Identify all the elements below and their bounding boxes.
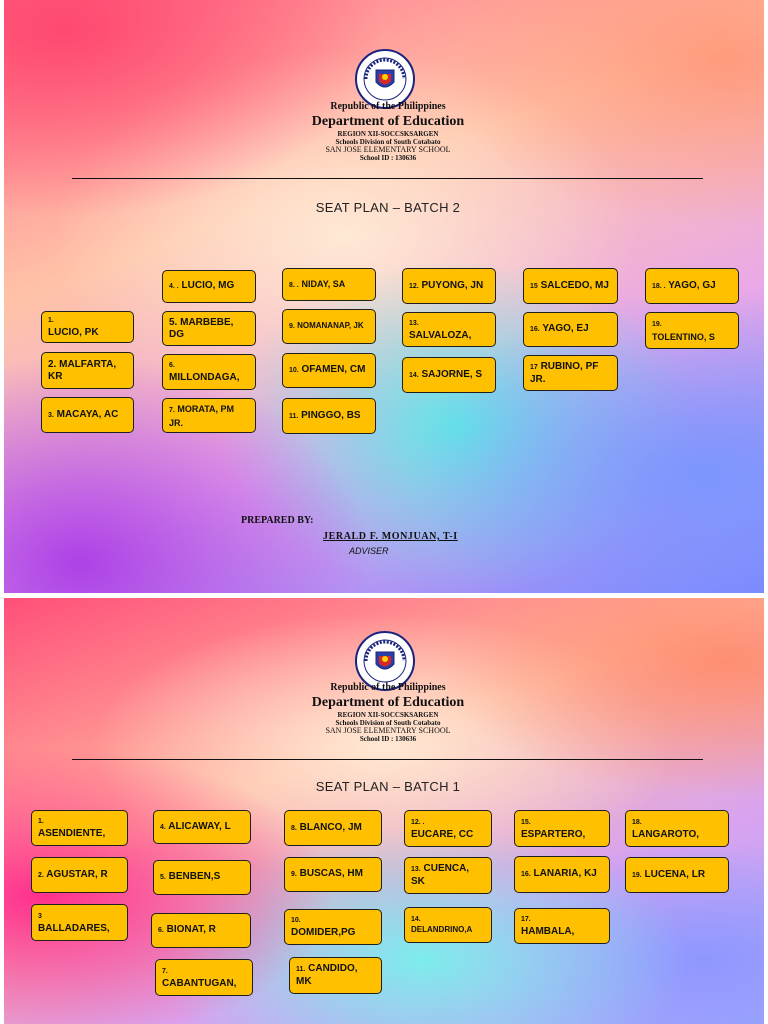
seat-card: 1. LUCIO, PK: [41, 311, 134, 343]
department-label: Department of Education: [311, 114, 465, 129]
deped-seal-icon: [355, 631, 415, 691]
school-label: SAN JOSE ELEMENTARY SCHOOL: [325, 145, 451, 154]
seat-card: 6. BIONAT, R: [151, 913, 251, 948]
seat-card: 1.ASENDIENTE,: [31, 810, 128, 846]
seat-card: 16. LANARIA, KJ: [514, 856, 610, 893]
seat-card: 5. MARBEBE, DG: [162, 311, 256, 346]
seat-card: 16. YAGO, EJ: [523, 312, 618, 347]
seat-card: 9. BUSCAS, HM: [284, 857, 382, 892]
seat-card: 3. MACAYA, AC: [41, 397, 134, 433]
division-label: Schools Division of South Cotabato: [335, 719, 441, 727]
seat-card: 18.LANGAROTO,: [625, 810, 729, 847]
seat-card: 2. AGUSTAR, R: [31, 857, 128, 893]
seat-card: 19. LUCENA, LR: [625, 857, 729, 893]
header-divider: [72, 178, 703, 179]
adviser-role: ADVISER: [349, 546, 389, 556]
letterhead: Republic of the Philippines Department o…: [4, 101, 764, 162]
seat-card: 2. MALFARTA, KR: [41, 352, 134, 389]
seat-card: 7. MORATA, PM JR.: [162, 398, 256, 433]
seat-card: 19.TOLENTINO, S: [645, 312, 739, 349]
seat-card: 14.DELANDRINO,A: [404, 907, 492, 943]
republic-label: Republic of the Philippines: [330, 101, 446, 112]
letterhead: Republic of the Philippines Department o…: [4, 682, 764, 743]
page-title: SEAT PLAN – BATCH 2: [315, 200, 461, 215]
page-batch-1: Republic of the Philippines Department o…: [4, 598, 764, 1024]
seat-card: 8. . NIDAY, SA: [282, 268, 376, 301]
seat-card: 15 SALCEDO, MJ: [523, 268, 618, 304]
seat-card: 12. PUYONG, JN: [402, 268, 496, 304]
seat-card: 17.HAMBALA,: [514, 908, 610, 944]
school-label: SAN JOSE ELEMENTARY SCHOOL: [325, 726, 451, 735]
seat-card: 6.MILLONDAGA,: [162, 354, 256, 390]
school-id-label: School ID : 130636: [359, 735, 417, 743]
seat-card: 17 RUBINO, PF JR.: [523, 355, 618, 391]
adviser-name: JERALD F. MONJUAN, T-I: [323, 531, 458, 542]
deped-seal-icon: [355, 49, 415, 109]
seat-card: 8. BLANCO, JM: [284, 810, 382, 846]
page-title: SEAT PLAN – BATCH 1: [315, 779, 461, 794]
seat-card: 18. . YAGO, GJ: [645, 268, 739, 304]
department-label: Department of Education: [311, 695, 465, 710]
prepared-by-label: PREPARED BY:: [241, 515, 314, 526]
region-label: REGION XII-SOCCSKSARGEN: [337, 130, 439, 138]
page-batch-2: Republic of the Philippines Department o…: [4, 0, 764, 593]
seat-card: 4. . LUCIO, MG: [162, 270, 256, 303]
seat-card: 5. BENBEN,S: [153, 860, 251, 895]
seat-card: 14. SAJORNE, S: [402, 357, 496, 393]
seat-card: 15.ESPARTERO,: [514, 810, 610, 847]
header-divider: [72, 759, 703, 760]
seat-card: 13. CUENCA, SK: [404, 857, 492, 894]
division-label: Schools Division of South Cotabato: [335, 138, 441, 146]
republic-label: Republic of the Philippines: [330, 682, 446, 693]
region-label: REGION XII-SOCCSKSARGEN: [337, 711, 439, 719]
seat-card: 10.DOMIDER,PG: [284, 909, 382, 945]
seat-card: 10. OFAMEN, CM: [282, 353, 376, 388]
seat-card: 13.SALVALOZA,: [402, 312, 496, 347]
seat-card: 11. PINGGO, BS: [282, 398, 376, 434]
school-id-label: School ID : 130636: [359, 154, 417, 162]
seat-card: 9. NOMANANAP, JK: [282, 309, 376, 344]
seat-card: 11. CANDIDO, MK: [289, 957, 382, 994]
seat-card: 7.CABANTUGAN,: [155, 959, 253, 996]
seat-card: 12. .EUCARE, CC: [404, 810, 492, 847]
seat-card: 4. ALICAWAY, L: [153, 810, 251, 844]
